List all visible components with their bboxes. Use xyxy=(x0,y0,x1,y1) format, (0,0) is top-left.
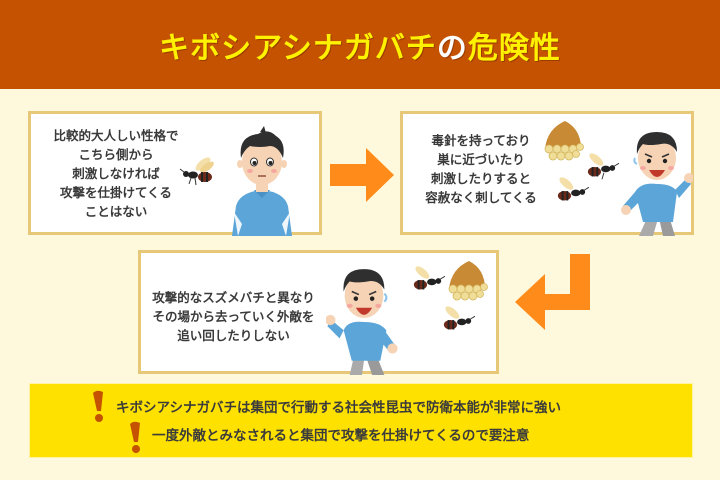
wasp-icon xyxy=(443,306,476,330)
text-line: 刺激しなければ xyxy=(72,166,160,181)
warning-notice: キボシアシナガバチは集団で行動する社会性昆虫で防衛本能が非常に強い 一度外敵とみ… xyxy=(29,383,693,458)
text-line: その場から去っていく外敵を xyxy=(152,309,315,324)
text-line: 刺激したりすると xyxy=(430,171,531,186)
text-line: 攻撃的なスズメバチと異なり xyxy=(152,290,315,305)
title-species: キボシアシナガバチ xyxy=(159,30,437,66)
page-title: キボシアシナガバチの危険性 xyxy=(159,23,561,67)
title-particle: の xyxy=(436,30,468,66)
wasp-nest-icon xyxy=(448,261,488,301)
text-line: 毒針を持っており xyxy=(431,133,531,148)
arrow-return-left-icon xyxy=(515,254,590,330)
text-line: 比較的大人しい性格で xyxy=(53,128,179,143)
text-line: こちら側から xyxy=(78,147,154,162)
panel-calm-nature: 比較的大人しい性格で こちら側から 刺激しなければ 攻撃を仕掛けてくる ことはな… xyxy=(28,111,322,236)
exclamation-icon xyxy=(93,390,103,422)
panel-aggressive-when-provoked: 毒針を持っており 巣に近づいたり 刺激したりすると 容赦なく刺してくる xyxy=(400,111,694,236)
text-line: 追い回したりしない xyxy=(177,328,290,343)
text-line: ことはない xyxy=(84,204,148,219)
title-danger: 危険性 xyxy=(467,30,561,66)
text-line: 容赦なく刺してくる xyxy=(425,190,537,205)
wasp-icon xyxy=(557,177,590,201)
panel-text: 比較的大人しい性格で こちら側から 刺激しなければ 攻撃を仕掛けてくる ことはな… xyxy=(41,126,191,221)
notice-line-2: 一度外敵とみなされると集団で攻撃を仕掛けてくるので要注意 xyxy=(152,428,530,444)
fleeing-boy-illustration xyxy=(326,269,398,375)
exclamation-icon xyxy=(130,421,140,453)
text-line: 巣に近づいたり xyxy=(437,152,525,167)
wasp-icon xyxy=(413,266,446,290)
wasp-icon xyxy=(179,157,214,186)
panel-text: 攻撃的なスズメバチと異なり その場から去っていく外敵を 追い回したりしない xyxy=(151,288,316,345)
panel-does-not-chase: 攻撃的なスズメバチと異なり その場から去っていく外敵を 追い回したりしない xyxy=(138,250,499,375)
wasp-nest-icon xyxy=(544,121,584,161)
fleeing-boy-illustration xyxy=(621,132,693,236)
wasp-icon xyxy=(587,153,620,180)
calm-boy-illustration xyxy=(232,126,292,236)
arrow-right-icon xyxy=(330,148,394,202)
text-line: 攻撃を仕掛けてくる xyxy=(60,185,172,200)
notice-line-1: キボシアシナガバチは集団で行動する社会性昆虫で防衛本能が非常に強い xyxy=(116,400,561,416)
header-banner: キボシアシナガバチの危険性 xyxy=(0,0,720,89)
panel-text: 毒針を持っており 巣に近づいたり 刺激したりすると 容赦なく刺してくる xyxy=(421,131,541,207)
